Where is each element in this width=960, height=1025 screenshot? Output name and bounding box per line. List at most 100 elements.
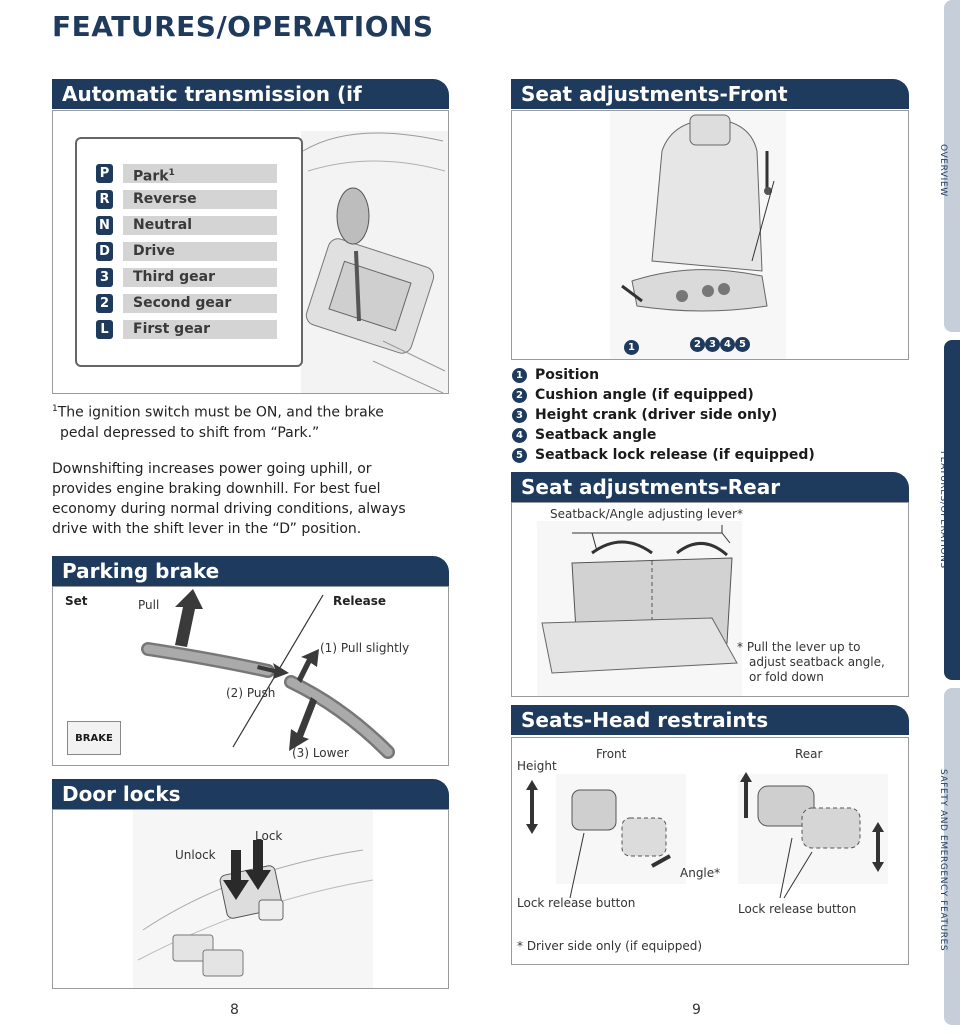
footnote-line: pedal depressed to shift from “Park.” (60, 424, 320, 441)
door-locks-figure (52, 809, 449, 989)
gear-badge: P (96, 163, 113, 183)
footnote-line: The ignition switch must be ON, and the … (57, 404, 384, 421)
seat-front-item-5: 5 Seatback lock release (if equipped) (512, 447, 815, 463)
item-number: 2 (512, 387, 527, 403)
gear-label: Reverse (123, 189, 277, 209)
gear-row-drive: D Drive (96, 241, 277, 261)
note-line: or fold down (749, 670, 824, 684)
auto-trans-footnote: 1The ignition switch must be ON, and the… (52, 399, 452, 443)
parking-brake-pull-slightly-label: (1) Pull slightly (320, 641, 410, 655)
auto-trans-heading: Automatic transmission (if equipped) (52, 79, 449, 136)
parking-brake-illustration (141, 589, 395, 759)
side-tab-overview[interactable] (944, 0, 960, 332)
gear-row-first: L First gear (96, 319, 277, 339)
page-number-right: 9 (692, 1002, 701, 1018)
seat-rear-figure (511, 502, 909, 697)
side-tab-label-safety: SAFETY AND EMERGENCY FEATURES (938, 768, 948, 952)
seat-rear-heading: Seat adjustments-Rear (511, 472, 909, 502)
gear-row-second: 2 Second gear (96, 293, 277, 313)
seat-front-heading: Seat adjustments-Front (511, 79, 909, 109)
callout-5: 5 (735, 337, 750, 352)
door-locks-heading: Door locks (52, 779, 449, 809)
side-tab-label-features: FEATURES/OPERATIONS (938, 451, 948, 569)
item-label: Height crank (driver side only) (535, 407, 778, 423)
head-restraint-illustration (526, 772, 888, 899)
callout-3: 3 (705, 337, 720, 352)
gear-label: Second gear (123, 293, 277, 313)
gear-label: Neutral (123, 215, 277, 235)
head-restraint-height-label: Height (517, 759, 557, 773)
gear-badge: N (96, 215, 113, 235)
item-label: Seatback angle (535, 427, 657, 443)
item-number: 3 (512, 407, 527, 423)
callout-4: 4 (720, 337, 735, 352)
gear-badge: 3 (96, 267, 113, 287)
gear-badge: L (96, 319, 113, 339)
seat-front-item-3: 3 Height crank (driver side only) (512, 407, 777, 423)
head-restraint-note: * Driver side only (if equipped) (517, 939, 703, 953)
paragraph-line: Downshifting increases power going uphil… (52, 461, 372, 477)
parking-brake-set-label: Set (65, 594, 88, 608)
paragraph-line: provides engine braking downhill. For be… (52, 481, 381, 497)
item-number: 1 (512, 367, 527, 383)
note-line: * Pull the lever up to (737, 640, 861, 654)
gear-footnote-mark: 1 (168, 167, 175, 178)
side-tab-safety[interactable] (944, 688, 960, 1025)
head-restraint-lock-release-rear: Lock release button (738, 902, 857, 916)
head-restraint-rear-label: Rear (795, 747, 823, 761)
head-restraint-angle-label: Angle* (680, 866, 721, 880)
gear-row-neutral: N Neutral (96, 215, 277, 235)
item-label: Seatback lock release (if equipped) (535, 447, 815, 463)
parking-brake-lower-label: (3) Lower (292, 746, 349, 760)
seat-callout-numbers: 1 (624, 337, 647, 356)
item-number: 4 (512, 427, 527, 443)
gear-row-reverse: R Reverse (96, 189, 277, 209)
brake-indicator-icon: BRAKE (67, 721, 121, 755)
gear-label: Park1 (123, 163, 277, 185)
note-line: adjust seatback angle, (749, 655, 885, 669)
page-number-left: 8 (230, 1002, 239, 1018)
side-tab-label-overview: OVERVIEW (938, 143, 948, 197)
paragraph-line: drive with the shift lever in the “D” po… (52, 521, 362, 537)
seat-rear-note: * Pull the lever up to adjust seatback a… (737, 640, 885, 685)
front-seat-illustration (610, 111, 786, 359)
gear-badge: D (96, 241, 113, 261)
seat-front-figure: 1 2 3 4 5 (511, 110, 909, 360)
head-restraints-figure (511, 737, 909, 965)
parking-brake-figure: BRAKE (52, 586, 449, 766)
gear-label: Third gear (123, 267, 277, 287)
seat-callout-group: 2 3 4 5 (690, 337, 750, 352)
door-unlock-label: Unlock (175, 848, 216, 862)
footnote-mark: 1 (52, 404, 58, 414)
item-number: 5 (512, 447, 527, 463)
gear-badge: R (96, 189, 113, 209)
seat-rear-lever-label: Seatback/Angle adjusting lever* (550, 507, 743, 521)
gear-label: Drive (123, 241, 277, 261)
seat-front-item-4: 4 Seatback angle (512, 427, 656, 443)
head-restraint-lock-release-front: Lock release button (517, 896, 636, 910)
callout-1: 1 (624, 340, 639, 355)
gear-label: First gear (123, 319, 277, 339)
auto-trans-paragraph: Downshifting increases power going uphil… (52, 459, 452, 539)
parking-brake-push-label: (2) Push (226, 686, 276, 700)
item-label: Cushion angle (if equipped) (535, 387, 754, 403)
side-tab-features[interactable] (944, 340, 960, 680)
rear-seat-illustration (537, 521, 742, 696)
head-restraints-heading: Seats-Head restraints (511, 705, 909, 735)
callout-2: 2 (690, 337, 705, 352)
parking-brake-release-label: Release (333, 594, 387, 608)
parking-brake-heading: Parking brake (52, 556, 449, 586)
item-label: Position (535, 367, 600, 383)
seat-front-item-2: 2 Cushion angle (if equipped) (512, 387, 754, 403)
gear-row-third: 3 Third gear (96, 267, 277, 287)
paragraph-line: economy during normal driving conditions… (52, 501, 406, 517)
gear-badge: 2 (96, 293, 113, 313)
seat-front-item-1: 1 Position (512, 367, 599, 383)
shift-lever-illustration (301, 131, 448, 393)
head-restraint-front-label: Front (596, 747, 627, 761)
gear-label-text: Park (133, 168, 169, 185)
page-title: FEATURES/OPERATIONS (52, 10, 434, 43)
parking-brake-pull-label: Pull (138, 598, 160, 612)
door-lock-label: Lock (255, 829, 283, 843)
door-switch-illustration (133, 810, 374, 988)
